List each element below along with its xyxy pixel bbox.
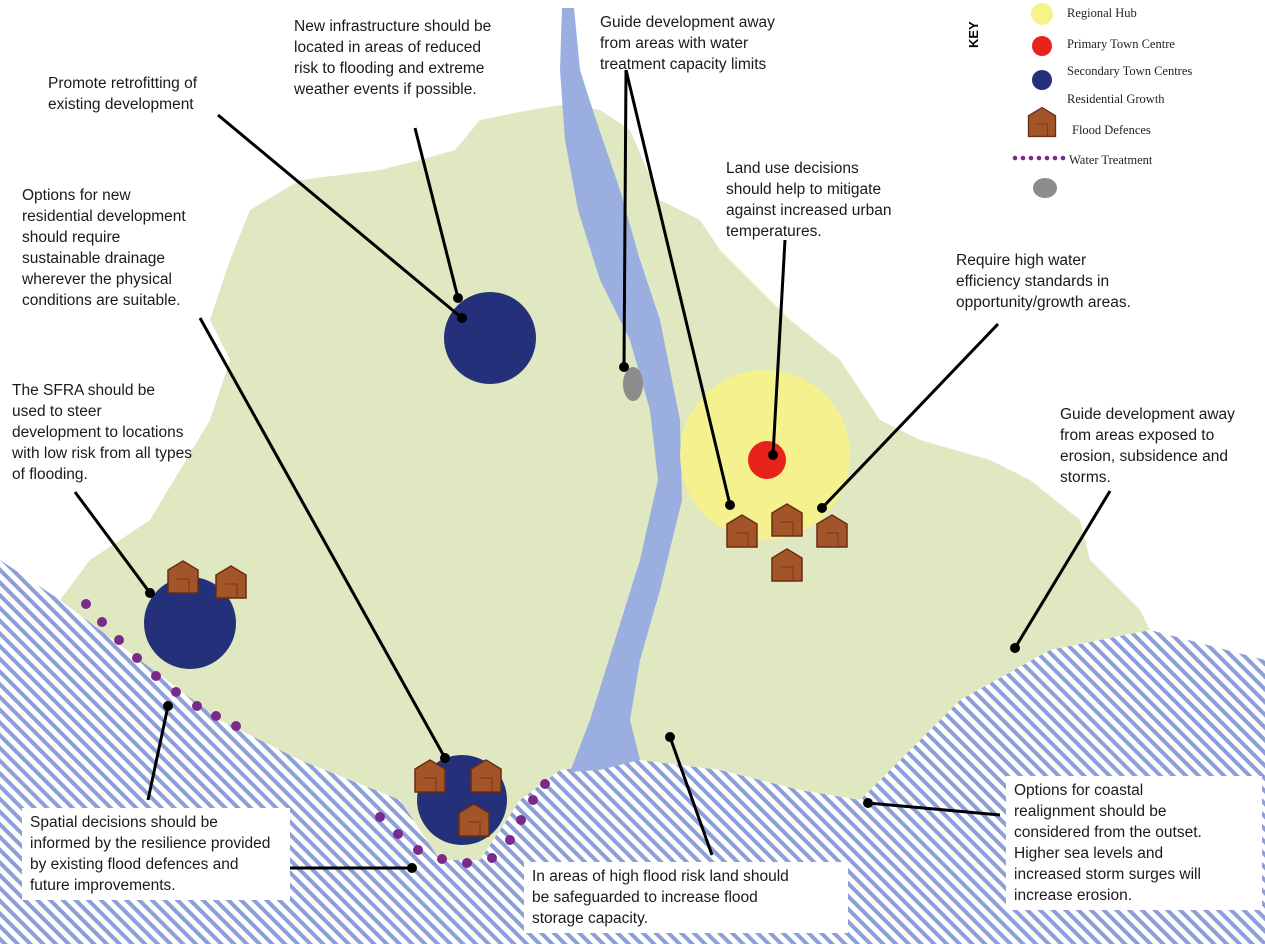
key-regional-hub-swatch [1031,3,1053,25]
primary-town-centre-marker [748,441,786,479]
key-label-primary-centre: Primary Town Centre [1067,37,1175,51]
key-primary-centre-swatch [1032,36,1052,56]
leader-endpoints [145,293,1020,873]
note-drainage: Options for new residential development … [22,187,186,309]
key-label-flood-defences: Flood Defences [1072,123,1151,137]
land-area [60,105,1150,860]
note-water-capacity: Guide development away from areas with w… [600,14,775,73]
note-spatial-decisions: Spatial decisions should be informed by … [22,808,290,900]
secondary-town-centre-marker [144,577,236,669]
key-label-water-treatment: Water Treatment [1069,153,1153,167]
key-label-secondary-centres: Secondary Town Centres [1067,64,1193,78]
key-label-regional-hub: Regional Hub [1067,6,1137,20]
sea-area [0,560,1265,944]
note-infrastructure: New infrastructure should be located in … [294,18,492,98]
grey-marker [623,367,643,401]
note-water-efficiency: Require high water efficiency standards … [956,252,1131,311]
key-label-residential-growth: Residential Growth [1067,92,1165,106]
note-flood-storage: In areas of high flood risk land should … [524,862,848,933]
key-symbols [1012,3,1066,198]
secondary-town-centre-marker [444,292,536,384]
note-sfra: The SFRA should be used to steer develop… [12,382,193,483]
river [560,8,682,772]
note-coastal-realignment: Options for coastal realignment should b… [1006,776,1262,910]
key-water-treatment-swatch [1012,155,1066,161]
key-flood-defence-icon [1027,106,1057,138]
water-treatment-dots [81,599,550,868]
key-grey-swatch [1033,178,1057,198]
note-land-use: Land use decisions should help to mitiga… [726,160,892,240]
key-title: KEY [966,21,981,48]
key-secondary-centre-swatch [1032,70,1052,90]
leader-lines [73,69,1112,870]
note-retrofit: Promote retrofitting of existing develop… [48,75,198,113]
note-erosion: Guide development away from areas expose… [1060,406,1235,486]
